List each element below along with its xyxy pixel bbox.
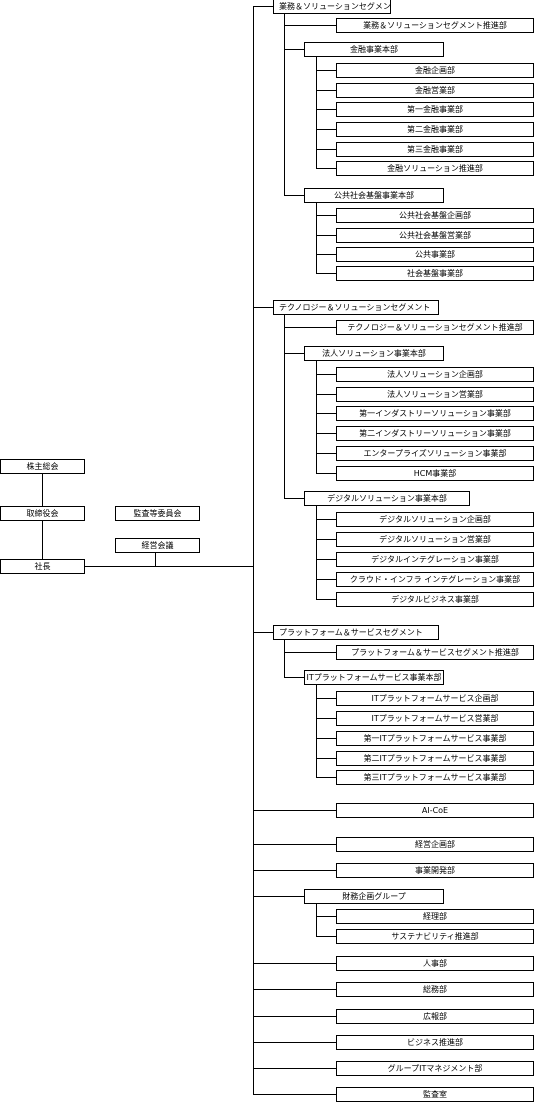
department-box: 第一金融事業部 bbox=[336, 102, 534, 117]
department-box: 第一ITプラットフォームサービス事業部 bbox=[336, 731, 534, 746]
department-box: デジタルインテグレーション事業部 bbox=[336, 552, 534, 567]
department-box: 公共社会基盤企画部 bbox=[336, 208, 534, 223]
division-box: 金融事業本部 bbox=[304, 42, 444, 57]
segment-box: テクノロジー＆ソリューションセグメント bbox=[273, 300, 439, 315]
division-box: 法人ソリューション事業本部 bbox=[304, 346, 444, 361]
segment-promotion-box: 業務＆ソリューションセグメント推進部 bbox=[336, 18, 534, 33]
corporate-department-box: ビジネス推進部 bbox=[336, 1035, 534, 1050]
department-box: サステナビリティ推進部 bbox=[336, 929, 534, 944]
department-box: 第一インダストリーソリューション事業部 bbox=[336, 406, 534, 421]
audit-committee-box: 監査等委員会 bbox=[115, 506, 200, 521]
department-box: 金融営業部 bbox=[336, 83, 534, 98]
segment-box: 業務＆ソリューションセグメント bbox=[273, 0, 391, 14]
department-box: ITプラットフォームサービス営業部 bbox=[336, 711, 534, 726]
department-box: 第二金融事業部 bbox=[336, 122, 534, 137]
division-box: 公共社会基盤事業本部 bbox=[304, 188, 444, 203]
department-box: 金融企画部 bbox=[336, 63, 534, 78]
corporate-department-box: 監査室 bbox=[336, 1087, 534, 1102]
division-box: デジタルソリューション事業本部 bbox=[304, 491, 470, 506]
management-meeting-box: 経営会議 bbox=[115, 538, 200, 553]
department-box: 第三ITプラットフォームサービス事業部 bbox=[336, 770, 534, 785]
department-box: クラウド・インフラ インテグレーション事業部 bbox=[336, 572, 534, 587]
segment-box: プラットフォーム＆サービスセグメント bbox=[273, 625, 439, 640]
department-box: 法人ソリューション企画部 bbox=[336, 367, 534, 382]
department-box: 公共社会基盤営業部 bbox=[336, 228, 534, 243]
department-box: HCM事業部 bbox=[336, 466, 534, 481]
division-box: ITプラットフォームサービス事業本部 bbox=[304, 670, 444, 685]
corporate-department-box: 経営企画部 bbox=[336, 837, 534, 852]
department-box: エンタープライズソリューション事業部 bbox=[336, 446, 534, 461]
department-box: 第二インダストリーソリューション事業部 bbox=[336, 426, 534, 441]
segment-promotion-box: テクノロジー＆ソリューションセグメント推進部 bbox=[336, 320, 534, 335]
department-box: 経理部 bbox=[336, 909, 534, 924]
group-box: 財務企画グループ bbox=[304, 889, 444, 904]
department-box: デジタルビジネス事業部 bbox=[336, 592, 534, 607]
corporate-department-box: 事業開発部 bbox=[336, 863, 534, 878]
department-box: 金融ソリューション推進部 bbox=[336, 161, 534, 176]
board-of-directors-box: 取締役会 bbox=[0, 506, 85, 521]
department-box: 法人ソリューション営業部 bbox=[336, 387, 534, 402]
department-box: 公共事業部 bbox=[336, 247, 534, 262]
corporate-department-box: 広報部 bbox=[336, 1009, 534, 1024]
department-box: 社会基盤事業部 bbox=[336, 266, 534, 281]
department-box: ITプラットフォームサービス企画部 bbox=[336, 691, 534, 706]
corporate-department-box: 人事部 bbox=[336, 956, 534, 971]
department-box: デジタルソリューション営業部 bbox=[336, 532, 534, 547]
department-box: 第二ITプラットフォームサービス事業部 bbox=[336, 751, 534, 766]
corporate-department-box: 総務部 bbox=[336, 982, 534, 997]
department-box: 第三金融事業部 bbox=[336, 142, 534, 157]
shareholders-meeting-box: 株主総会 bbox=[0, 459, 85, 474]
corporate-department-box: AI-CoE bbox=[336, 803, 534, 818]
department-box: デジタルソリューション企画部 bbox=[336, 512, 534, 527]
corporate-department-box: グループITマネジメント部 bbox=[336, 1061, 534, 1076]
segment-promotion-box: プラットフォーム＆サービスセグメント推進部 bbox=[336, 645, 534, 660]
president-box: 社長 bbox=[0, 559, 85, 574]
